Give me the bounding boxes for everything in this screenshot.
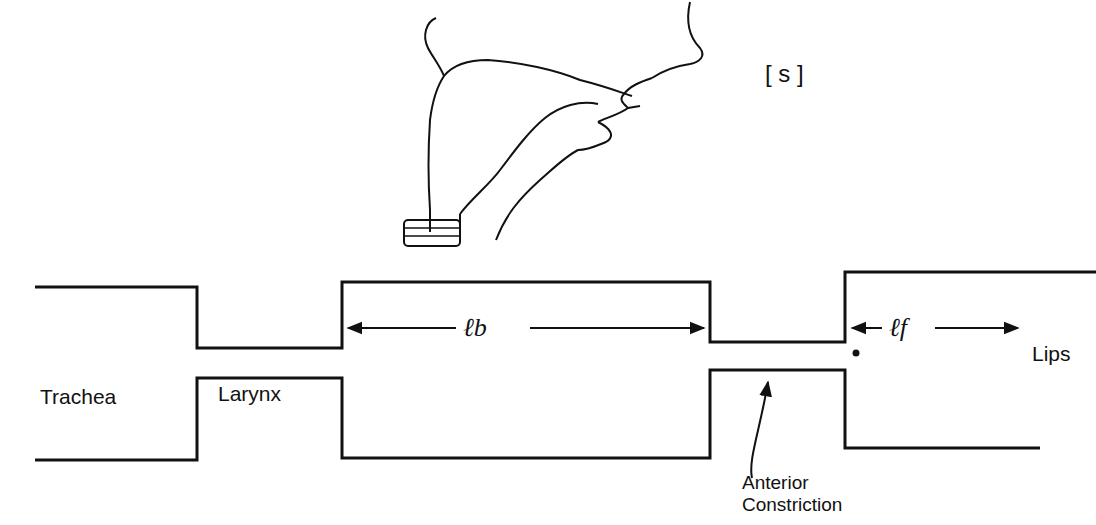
dimension-label: ℓf [886,313,910,343]
part-name: Trachea [40,385,116,409]
part-name: Larynx [218,382,281,406]
dimension-arrows [348,328,1018,478]
part-name: Anterior Constriction [742,472,842,516]
tube-walls [35,272,1096,460]
source-dot [853,350,860,357]
phoneme-label: [ s ] [765,60,804,88]
dimension-label: ℓb [460,313,490,343]
part-name: Lips [1032,342,1071,366]
head-sketch [404,2,702,246]
